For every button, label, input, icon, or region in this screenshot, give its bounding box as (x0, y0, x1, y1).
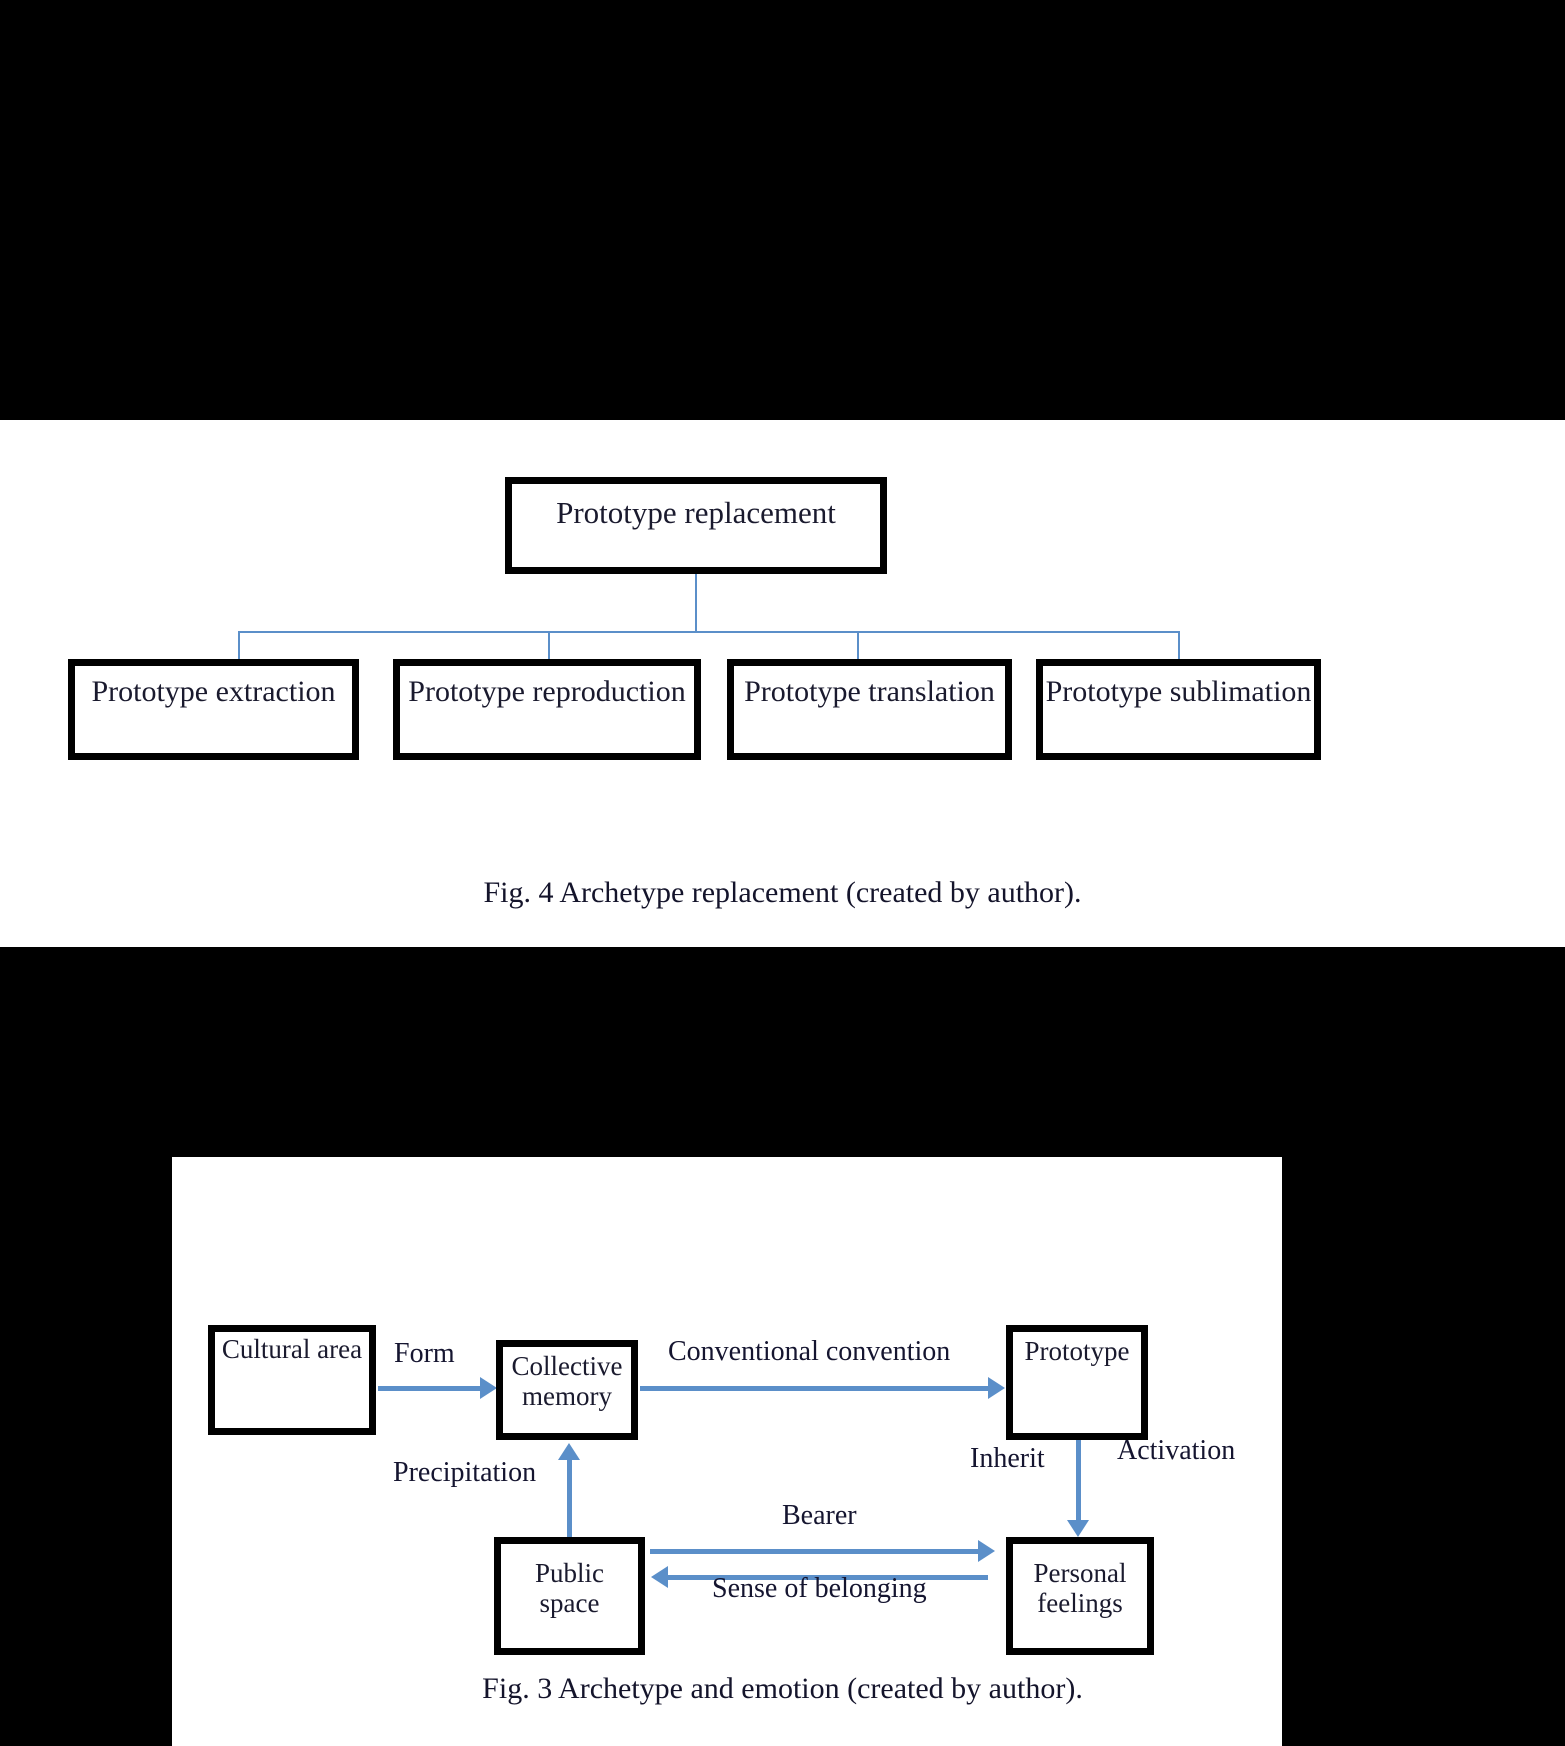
fig4-connector-bus (238, 631, 1180, 633)
fig3-arrow-belonging-head (651, 1566, 668, 1588)
fig4-caption: Fig. 4 Archetype replacement (created by… (483, 876, 1082, 909)
fig3-edge-label-sense-of-belonging: Sense of belonging (712, 1573, 927, 1604)
fig3-arrow-belonging-line (668, 1575, 988, 1580)
fig3-arrow-form-line (378, 1386, 482, 1391)
fig4-leaf-label-1: Prototype extraction (91, 675, 336, 708)
fig3-arrow-conventional-line (640, 1386, 990, 1391)
fig3-label-prototype: Prototype (1024, 1336, 1130, 1366)
fig3-node-public-space[interactable]: Public space (494, 1537, 645, 1655)
fig3-arrow-bearer-head (978, 1540, 995, 1562)
fig4-connector-drop-3 (857, 631, 859, 663)
fig3-node-cultural-area[interactable]: Cultural area (208, 1325, 376, 1435)
fig3-label-collective-memory-line2: memory (522, 1381, 612, 1412)
fig3-arrow-activation-head (1067, 1520, 1089, 1537)
fig4-leaf-label-3: Prototype translation (744, 675, 995, 708)
fig3-edge-label-inherit: Inherit (970, 1443, 1045, 1474)
fig3-arrow-form-head (480, 1377, 497, 1399)
fig3-node-collective-memory[interactable]: Collective memory (496, 1340, 638, 1440)
fig3-label-personal-feelings-line2: feelings (1037, 1588, 1123, 1619)
fig3-edge-label-precipitation: Precipitation (393, 1457, 537, 1488)
fig3-arrow-bearer-line (650, 1549, 980, 1554)
fig3-edge-label-conventional-convention: Conventional convention (668, 1336, 951, 1367)
fig3-arrow-activation-line (1076, 1440, 1081, 1522)
fig3-label-cultural-area: Cultural area (221, 1334, 363, 1364)
fig4-leaf-node-prototype-reproduction[interactable]: Prototype reproduction (393, 659, 701, 760)
fig3-edge-label-bearer: Bearer (782, 1500, 857, 1531)
fig3-label-collective-memory-line1: Collective (511, 1351, 623, 1381)
fig4-connector-drop-4 (1178, 631, 1180, 665)
fig3-arrow-conventional-head (988, 1377, 1005, 1399)
fig4-leaf-label-4: Prototype sublimation (1045, 675, 1312, 708)
fig3-edge-label-activation: Activation (1117, 1435, 1236, 1466)
fig3-caption: Fig. 3 Archetype and emotion (created by… (482, 1672, 1083, 1705)
fig4-connector-root-stem (695, 574, 697, 632)
fig4-leaf-node-prototype-sublimation[interactable]: Prototype sublimation (1036, 659, 1321, 760)
fig4-root-label: Prototype replacement (556, 495, 836, 530)
fig4-root-node[interactable]: Prototype replacement (505, 477, 887, 574)
fig4-caption-band (0, 850, 1565, 947)
fig3-label-public-space-line2: space (539, 1588, 600, 1619)
fig3-arrow-precipitation-head (558, 1443, 580, 1460)
fig4-leaf-node-prototype-translation[interactable]: Prototype translation (727, 659, 1012, 760)
fig3-edge-label-form: Form (394, 1338, 455, 1369)
fig4-connector-drop-2 (548, 631, 550, 663)
fig3-canvas (172, 1157, 1282, 1746)
fig4-leaf-node-prototype-extraction[interactable]: Prototype extraction (68, 659, 359, 760)
fig3-label-public-space-line1: Public (534, 1558, 604, 1588)
fig3-node-prototype[interactable]: Prototype (1006, 1325, 1148, 1440)
fig3-node-personal-feelings[interactable]: Personal feelings (1006, 1537, 1154, 1655)
fig4-connector-drop-1 (238, 631, 240, 661)
fig4-leaf-label-2: Prototype reproduction (408, 675, 686, 708)
fig3-arrow-precipitation-line (567, 1460, 572, 1540)
fig3-label-personal-feelings-line1: Personal (1033, 1558, 1127, 1588)
